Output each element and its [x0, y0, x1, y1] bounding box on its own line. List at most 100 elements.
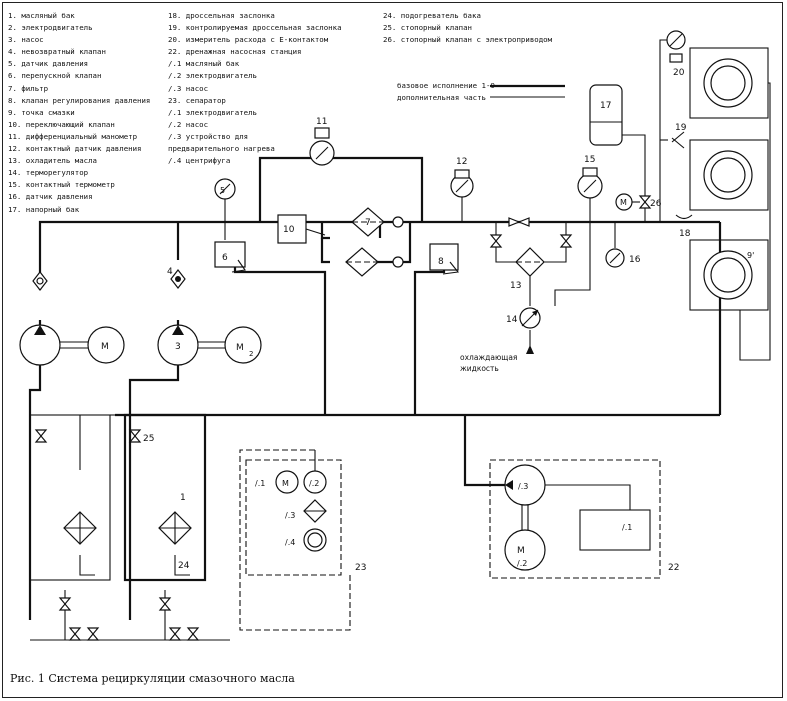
- sep-2: /.2: [309, 479, 319, 488]
- tank-heater-left: [63, 511, 97, 545]
- legend-item: 19. контролируемая дроссельная заслонка: [168, 23, 342, 33]
- legend-item: предварительного нагрева: [168, 144, 275, 154]
- label-17: 17: [600, 101, 611, 111]
- label-7: 7: [365, 218, 371, 228]
- motor-2-sub: 2: [249, 350, 253, 358]
- coolant-label-2: жидкость: [460, 364, 499, 373]
- label-5: 5: [220, 186, 225, 195]
- legend-item: 5. датчик давления: [8, 59, 89, 69]
- legend-item: /.3 насос: [168, 83, 209, 93]
- motor-valve-26: [615, 193, 652, 211]
- stop-valve-25-left: [34, 429, 48, 443]
- label-15: 15: [584, 155, 595, 165]
- pump-3: [157, 324, 199, 366]
- legend-item: 23. сепаратор: [168, 95, 226, 105]
- key-base-label: базовое исполнение 1-9: [397, 81, 495, 90]
- cooler-valve-left-b: [489, 240, 503, 248]
- header-tank-17: [589, 84, 623, 146]
- separator-preheater: [303, 499, 327, 523]
- dr-3: /.3: [518, 482, 528, 491]
- separator-motor: [275, 470, 299, 494]
- legend-item: 2. электродвигатель: [8, 23, 93, 33]
- cooler-valve-right-b: [559, 240, 573, 248]
- label-3: 3: [175, 342, 181, 352]
- motor-2: [224, 326, 262, 364]
- separator-centrifuge: [303, 528, 327, 552]
- label-18: 18: [679, 229, 691, 239]
- label-4: 4: [167, 267, 173, 277]
- legend-item: 26. стопорный клапан с электроприводом: [383, 35, 553, 45]
- legend-item: 16. датчик давления: [8, 192, 93, 202]
- label-20: 20: [673, 68, 685, 78]
- sep-1: /.1: [255, 479, 265, 488]
- stop-valve-main-b: [517, 217, 530, 227]
- sep-4: /.4: [285, 538, 295, 547]
- legend-item: /.2 электродвигатель: [168, 71, 257, 81]
- drain-motor: [504, 529, 546, 571]
- motor-26-label: M: [620, 198, 627, 207]
- label-8: 8: [438, 257, 444, 267]
- sep-3: /.3: [285, 511, 295, 520]
- throttle-19: [671, 131, 685, 149]
- bypass-valve-6: [214, 241, 246, 273]
- dr-2: /.2: [517, 559, 527, 568]
- motor-2-label: M: [236, 343, 244, 353]
- tank-label-1: 1: [180, 493, 186, 503]
- legend-item: /.2 насос: [168, 119, 209, 129]
- legend-item: 20. измеритель расхода с E-контактом: [168, 35, 329, 45]
- legend-column-3: 24. подогреватель бака 25. стопорный клап…: [383, 10, 552, 46]
- legend-item: /.4 центрифуга: [168, 156, 231, 166]
- label-16: 16: [629, 255, 641, 265]
- label-14: 14: [506, 315, 518, 325]
- legend-item: 7. фильтр: [8, 83, 49, 93]
- label-25: 25: [143, 434, 154, 444]
- oil-cooler-13: [515, 247, 545, 277]
- check-valve-4: [170, 269, 186, 289]
- check-valve-left: [32, 271, 48, 291]
- lubrication-point-9-middle: [689, 139, 769, 211]
- label-12: 12: [456, 157, 467, 167]
- throttle-18: [675, 214, 693, 220]
- label-26: 26: [650, 199, 662, 209]
- legend-item: /.1 электродвигатель: [168, 107, 257, 117]
- drain-station-22-box: [489, 459, 661, 579]
- filter-7-lower: [345, 247, 379, 277]
- legend-item: 12. контактный датчик давления: [8, 144, 142, 154]
- label-11: 11: [316, 117, 327, 127]
- cooler-valve-left-a: [489, 234, 503, 242]
- label-10: 10: [283, 225, 295, 235]
- diff-manometer-11: [309, 127, 335, 166]
- legend-item: /.1 масляный бак: [168, 59, 240, 69]
- legend-item: 1. масляный бак: [8, 11, 75, 20]
- legend-item: 25. стопорный клапан: [383, 23, 472, 33]
- motor-left: [87, 326, 125, 364]
- pressure-control-valve-8: [429, 243, 460, 275]
- legend-item: 24. подогреватель бака: [383, 11, 481, 20]
- coolant-arrow: [526, 345, 534, 354]
- legend-item: 9. точка смазки: [8, 107, 75, 117]
- legend-item: 10. переключающий клапан: [8, 119, 115, 129]
- label-23: 23: [355, 563, 366, 573]
- legend-item: /.3 устройство для: [168, 131, 249, 141]
- label-9: 9': [747, 251, 754, 260]
- label-24: 24: [178, 561, 190, 571]
- pressure-gauge-5: [214, 178, 236, 200]
- switching-valve-10: [277, 214, 326, 244]
- pressure-gauge-16: [605, 248, 625, 268]
- drain-motor-label: M: [517, 546, 525, 556]
- legend-item: 17. напорный бак: [8, 204, 80, 214]
- filter-7-upper: [351, 207, 385, 237]
- stop-valve-25-right: [128, 429, 142, 443]
- legend-item: 4. невозвратный клапан: [8, 47, 106, 57]
- drain-tank: [579, 509, 651, 551]
- motor-left-label: M: [101, 342, 109, 352]
- legend-item: 15. контактный термометр: [8, 180, 115, 190]
- legend-item: 6. перепускной клапан: [8, 71, 102, 81]
- legend-item: 13. охладитель масла: [8, 156, 97, 166]
- check-valve-filter-upper: [392, 216, 404, 228]
- contact-thermometer-15: [577, 167, 603, 199]
